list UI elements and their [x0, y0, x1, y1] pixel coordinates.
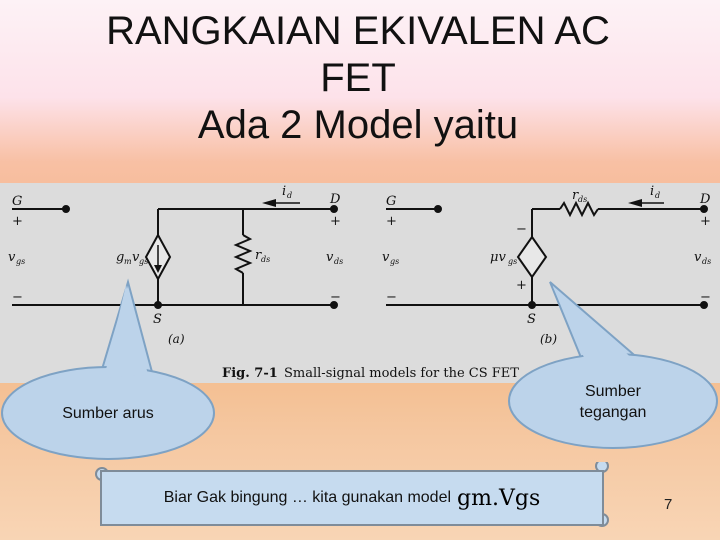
title-line-3: Ada 2 Model yaitu: [197, 103, 519, 147]
note-scroll: Biar Gak bingung … kita gunakan model gm…: [92, 462, 612, 530]
drain-minus-b: −: [700, 290, 711, 305]
title-line-2: FET: [320, 56, 396, 100]
slide-title: RANGKAIAN EKIVALEN AC FET Ada 2 Model ya…: [0, 8, 716, 149]
callout-voltage-source: Sumber tegangan: [553, 381, 673, 423]
vgs-label-b: v: [382, 250, 390, 265]
mu-sub-b: gs: [508, 257, 517, 266]
id-label-b: i: [650, 184, 654, 199]
circuit-a: [12, 199, 338, 309]
circuit-figure: G + − v gs g m v gs i d r ds D + − v ds …: [0, 183, 720, 383]
source-label-b: S: [527, 312, 536, 327]
drain-minus-a: −: [330, 290, 341, 305]
title-line-1: RANGKAIAN EKIVALEN AC: [106, 9, 610, 53]
vds-label-b: v: [694, 250, 702, 265]
mu-label-b: μv: [490, 250, 506, 265]
rds-sub-a: ds: [261, 255, 270, 264]
circuit-b: [386, 199, 708, 309]
gm-v-label-a: v: [132, 250, 140, 265]
note-formula: gm.Vgs: [457, 485, 541, 511]
id-sub-a: d: [287, 191, 292, 200]
vgs-sub-b: gs: [390, 257, 399, 266]
gm-label-a: g: [116, 250, 124, 265]
gate-minus-b: −: [386, 290, 397, 305]
id-sub-b: d: [655, 191, 660, 200]
caption-number: Fig. 7-1: [222, 366, 278, 381]
rds-sub-b: ds: [578, 195, 587, 204]
callout-voltage-line-1: Sumber: [584, 383, 642, 400]
vds-label-a: v: [326, 250, 334, 265]
figure-label-b: (b): [540, 332, 557, 346]
source-minus-b: −: [516, 222, 527, 237]
drain-label-b: D: [699, 192, 711, 207]
note-box: Biar Gak bingung … kita gunakan model gm…: [100, 470, 604, 526]
callout-current-source: Sumber arus: [62, 405, 154, 422]
callout-voltage-line-2: tegangan: [579, 404, 647, 421]
source-plus-b: +: [516, 278, 527, 293]
circuit-diagram: G + − v gs g m v gs i d r ds D + − v ds …: [8, 184, 711, 381]
vds-sub-b: ds: [702, 257, 711, 266]
gate-plus-a: +: [12, 214, 23, 229]
drain-plus-b: +: [700, 214, 711, 229]
gm-sub-a: m: [124, 257, 132, 266]
vgs-label-a: v: [8, 250, 16, 265]
vgs-sub-a: gs: [16, 257, 25, 266]
caption-text: Small-signal models for the CS FET: [284, 366, 519, 381]
id-label-a: i: [282, 184, 286, 199]
rds-label-b: r: [572, 188, 579, 203]
page-number: 7: [664, 496, 673, 513]
drain-plus-a: +: [330, 214, 341, 229]
gate-label-a: G: [12, 194, 22, 209]
note-text: Biar Gak bingung … kita gunakan model: [163, 489, 452, 506]
drain-label-a: D: [329, 192, 341, 207]
rds-label-a: r: [255, 248, 262, 263]
source-label-a: S: [153, 312, 162, 327]
gm-v-sub-a: gs: [139, 257, 148, 266]
gate-label-b: G: [386, 194, 396, 209]
gate-plus-b: +: [386, 214, 397, 229]
vds-sub-a: ds: [334, 257, 343, 266]
figure-label-a: (a): [168, 332, 185, 346]
gate-minus-a: −: [12, 290, 23, 305]
